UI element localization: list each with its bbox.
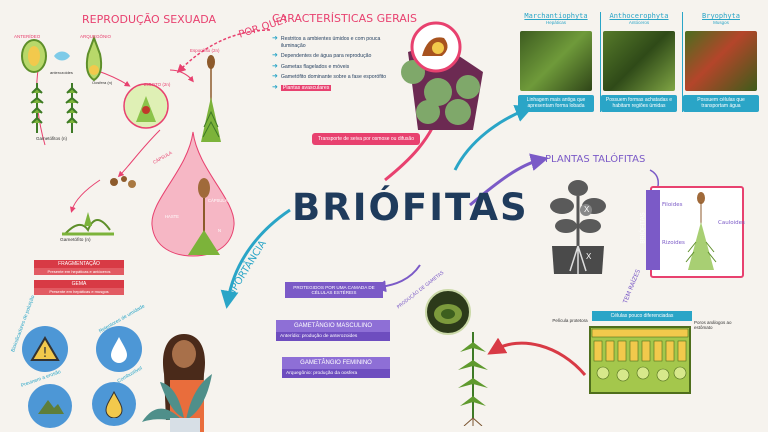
divisao-name: Anthocerophyta — [609, 12, 669, 20]
feminino-box: GAMETÂNGIO FEMININO Arquegônio: produção… — [282, 357, 390, 378]
briofitas-box — [650, 186, 744, 278]
svg-text:!: ! — [42, 346, 47, 361]
talofita-x-mark-2: X — [586, 252, 592, 261]
capsula-label: CÁPSULA — [208, 198, 228, 203]
talofita-plant-illustration — [550, 180, 606, 274]
talofitas-title: PLANTAS TALÓFITAS — [545, 154, 646, 165]
divisao-sub: Hepáticas — [545, 20, 566, 25]
divisao-desc: Linhagem mais antiga que apresentam form… — [518, 95, 594, 112]
capsula-drop-illustration — [151, 131, 235, 257]
fragmentacao-box: FRAGMENTAÇÃO Presente em hepáticas e ant… — [34, 260, 124, 275]
arquegonio-label: ARQUEGÔNIO — [80, 34, 112, 39]
filoides-label: Filoides — [662, 202, 683, 208]
feminino-desc: Arquegônio: produção da oosfera — [282, 369, 390, 378]
bryophyta-photo — [685, 31, 757, 91]
esporofito-illustration — [201, 55, 221, 142]
arrow-right-icon: ➜ — [272, 83, 278, 91]
gametofito-small-illustration — [62, 212, 114, 236]
anterozoides-label: anterozoides — [50, 70, 73, 75]
n-label: N — [218, 228, 222, 233]
zigoto-illustration — [123, 83, 169, 129]
protegidos-box: PROTEGIDOS POR UMA CAMADA DE CÉLULAS EST… — [285, 282, 383, 298]
caracteristica-item: ➜Gametófito dominante sobre a fase espor… — [272, 73, 387, 80]
gametofitos-illustration — [30, 83, 79, 133]
celulas-illustration — [589, 326, 691, 394]
arrow-right-icon: ➜ — [272, 73, 278, 80]
caracteristica-item: ➜Restritos a ambientes úmidos e com pouc… — [272, 35, 381, 49]
main-title: BRIÓFITAS — [292, 186, 529, 229]
celulas-title: Células pouco diferenciadas — [592, 311, 692, 321]
masculino-title: GAMETÂNGIO MASCULINO — [276, 320, 390, 332]
poros-label: Poros análogos ao estômato — [694, 320, 732, 330]
gema-desc: Presente em hepáticas e musgos — [34, 288, 124, 295]
anterideo-label: ANTERÍDEO — [14, 34, 41, 39]
divisao-bryophyta: Bryophyta Musgos Possuem células que tra… — [682, 12, 759, 112]
peliculo-label: Película protetora — [552, 318, 588, 323]
divisao-desc: Possuem formas achatadas e habitam regiõ… — [601, 95, 677, 112]
masculino-box: GAMETÂNGIO MASCULINO Anterídio: produção… — [276, 320, 390, 341]
esporofito-label: Esporófito (2n) — [190, 48, 220, 53]
masculino-desc: Anterídio: produção de anterozoides — [276, 332, 390, 341]
warning-icon: ! — [30, 336, 60, 361]
caracteristicas-title: CARACTERÍSTICAS GERAIS — [272, 12, 418, 25]
person-holding-plant-illustration — [142, 334, 212, 432]
divisao-desc: Possuem células que transportam água — [683, 95, 759, 112]
oil-drop-icon — [105, 390, 123, 418]
divisao-sub: Antóceros — [628, 20, 650, 25]
talofita-x-mark: X — [584, 205, 590, 214]
arrow-right-icon: ➜ — [272, 62, 278, 70]
transporte-box: Transporte de seiva por osmose ou difusã… — [312, 133, 420, 145]
water-drop-icon — [54, 51, 70, 61]
divisao-name: Marchantiophyta — [524, 12, 588, 20]
reproducao-title: REPRODUÇÃO SEXUADA — [82, 13, 217, 26]
moss-structure-illustration — [685, 192, 717, 270]
arrow-right-icon: ➜ — [272, 52, 278, 59]
anterideo-illustration — [21, 39, 47, 73]
anthocerophyta-photo — [603, 31, 675, 91]
gema-box: GEMA Presente em hepáticas e musgos — [34, 280, 124, 295]
oosfera-label: Oosfera (n) — [92, 80, 113, 85]
gametofito-n-label: Gametófito (n) — [60, 238, 91, 243]
rizoides-label: Rizoides — [662, 240, 685, 246]
fragmentacao-title: FRAGMENTAÇÃO — [34, 260, 124, 268]
retentores-circle — [96, 326, 142, 372]
gametangio-microscope-illustration — [425, 289, 471, 335]
gema-title: GEMA — [34, 280, 124, 288]
briofitas-box-label — [646, 190, 660, 270]
divisao-anthocerophyta: Anthocerophyta Antóceros Possuem formas … — [600, 12, 677, 112]
water-drop-icon — [111, 337, 127, 363]
divisao-marchantiophyta: Marchantiophyta Hepáticas Linhagem mais … — [518, 12, 594, 112]
gametofitos-label: Gametófitos (n) — [36, 136, 68, 141]
marchantiophyta-photo — [520, 31, 592, 91]
arrow-right-icon: ➜ — [272, 35, 278, 42]
cauloides-label: Cauloides — [718, 220, 745, 226]
feminino-title: GAMETÂNGIO FEMININO — [282, 357, 390, 369]
haste-label: HASTE — [165, 214, 179, 219]
combustivel-circle — [92, 382, 136, 426]
moss-plant-illustration — [458, 332, 488, 426]
mountain-icon — [38, 400, 64, 414]
arquegonio-illustration — [85, 35, 103, 82]
caracteristica-item: ➜Plantas avasculares — [272, 83, 332, 91]
divisao-name: Bryophyta — [702, 12, 740, 20]
briofitas-box-text: BRIÓFITAS — [640, 212, 647, 244]
moss-snail-illustration — [401, 21, 483, 130]
zigoto-label: ZIGOTO (2n) — [144, 82, 171, 87]
erosao-circle — [28, 384, 72, 428]
bioindicadores-circle: ! — [22, 326, 68, 372]
divisao-sub: Musgos — [713, 20, 729, 25]
spores-illustration — [110, 176, 136, 188]
caracteristica-item: ➜Gametas flagelados e móveis — [272, 62, 350, 70]
fragmentacao-desc: Presente em hepáticas e antóceros — [34, 268, 124, 275]
caracteristica-item: ➜Dependentes de água para reprodução — [272, 52, 372, 59]
caracteristicas-list: ➜Restritos a ambientes úmidos e com pouc… — [272, 35, 402, 95]
